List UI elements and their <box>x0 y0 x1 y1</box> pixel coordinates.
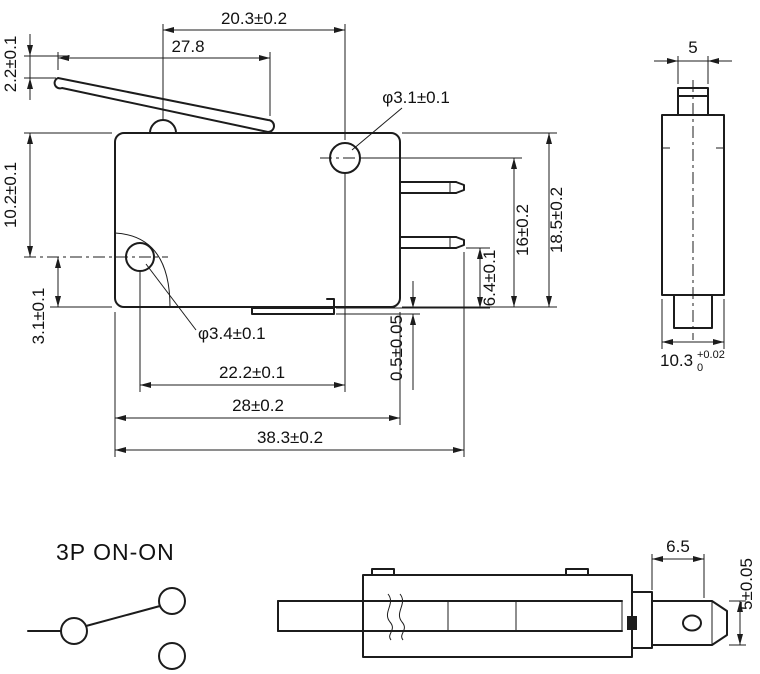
dim-terminal-width: 5±0.05 <box>729 558 756 646</box>
dim-hole-spacing: 22.2±0.1 <box>139 172 346 392</box>
circuit-diagram: 3P ON-ON <box>27 539 186 670</box>
dim-body-depth-tol-lower: 0 <box>697 362 703 374</box>
break-line-1 <box>386 593 393 641</box>
break-line-2 <box>398 593 405 641</box>
terminal-middle <box>399 236 465 249</box>
dim-terminal-length-label: 6.5 <box>666 537 690 556</box>
dim-bottom-terminal-offset: 6.4±0.1 <box>336 247 499 309</box>
dim-hole-spacing-label: 22.2±0.1 <box>219 363 285 382</box>
dim-bottom-hole-dia: φ3.4±0.1 <box>145 263 266 343</box>
dim-terminal-length: 6.5 <box>651 537 705 598</box>
dim-body-depth: 10.3 +0.02 0 <box>660 299 725 374</box>
dim-lever-length: 27.8 <box>57 37 271 116</box>
dim-button-width: 5 <box>654 38 732 84</box>
dim-terminal-width-label: 5±0.05 <box>737 558 756 610</box>
terminal-hole <box>682 614 702 632</box>
circuit-label: 3P ON-ON <box>56 539 175 565</box>
lever-arm <box>53 77 275 133</box>
dim-bottom-hole-dia-label: φ3.4±0.1 <box>198 324 266 343</box>
bottom-view: 6.5 5±0.05 <box>277 537 756 658</box>
dim-terminal-thickness: 0.5±0.05 <box>336 281 420 390</box>
dim-body-height-label: 18.5±0.2 <box>547 187 566 253</box>
dim-body-width: 28±0.2 <box>114 312 401 457</box>
dim-terminal-height-label: 16±0.2 <box>513 204 532 256</box>
dim-hole-top-offset: 10.2±0.1 <box>1 132 112 257</box>
terminal-base-block <box>627 616 637 630</box>
dim-hole-bottom-offset: 3.1±0.1 <box>29 257 112 344</box>
front-view-dimensions: 20.3±0.2 27.8 2.2±0.1 10.2±0.1 3 <box>1 9 566 457</box>
no-terminal-node <box>158 587 186 615</box>
mounting-boss-arc <box>114 232 171 308</box>
dim-lever-length-label: 27.8 <box>171 37 204 56</box>
dim-overall-width-label: 38.3±0.2 <box>257 428 323 447</box>
dim-body-width-label: 28±0.2 <box>232 396 284 415</box>
terminal-blade <box>651 600 728 646</box>
dim-terminal-thickness-label: 0.5±0.05 <box>387 315 406 381</box>
dim-lever-tip: 2.2±0.1 <box>1 34 70 100</box>
terminal-bottom <box>251 298 335 315</box>
bottom-body-outline <box>362 574 633 658</box>
dim-button-width-label: 5 <box>688 38 697 57</box>
plunger-bump <box>149 119 177 134</box>
side-view: 5 10.3 +0.02 0 <box>654 38 732 374</box>
nc-terminal-node <box>158 642 186 670</box>
dim-terminal-height: 16±0.2 <box>362 157 557 308</box>
dim-lever-tip-label: 2.2±0.1 <box>1 36 20 93</box>
switch-body-outline <box>114 132 401 308</box>
common-terminal-node <box>60 617 88 645</box>
dim-body-depth-label: 10.3 <box>660 351 693 370</box>
dim-overall-width: 38.3±0.2 <box>115 252 465 457</box>
switch-blade-line <box>85 605 161 627</box>
dim-body-height: 18.5±0.2 <box>402 132 566 307</box>
terminal-top <box>399 181 465 194</box>
dim-top-width-label: 20.3±0.2 <box>221 9 287 28</box>
top-tab-right <box>565 568 589 576</box>
dim-top-hole-dia: φ3.1±0.1 <box>351 88 450 151</box>
dim-hole-bottom-offset-label: 3.1±0.1 <box>29 288 48 345</box>
dim-top-hole-dia-label: φ3.1±0.1 <box>382 88 450 107</box>
dim-body-depth-tol-upper: +0.02 <box>697 349 725 361</box>
front-view <box>24 77 465 315</box>
top-tab-left <box>371 568 395 576</box>
dim-top-width: 20.3±0.2 <box>162 9 346 140</box>
dim-hole-top-offset-label: 10.2±0.1 <box>1 162 20 228</box>
dim-bottom-terminal-offset-label: 6.4±0.1 <box>480 250 499 307</box>
